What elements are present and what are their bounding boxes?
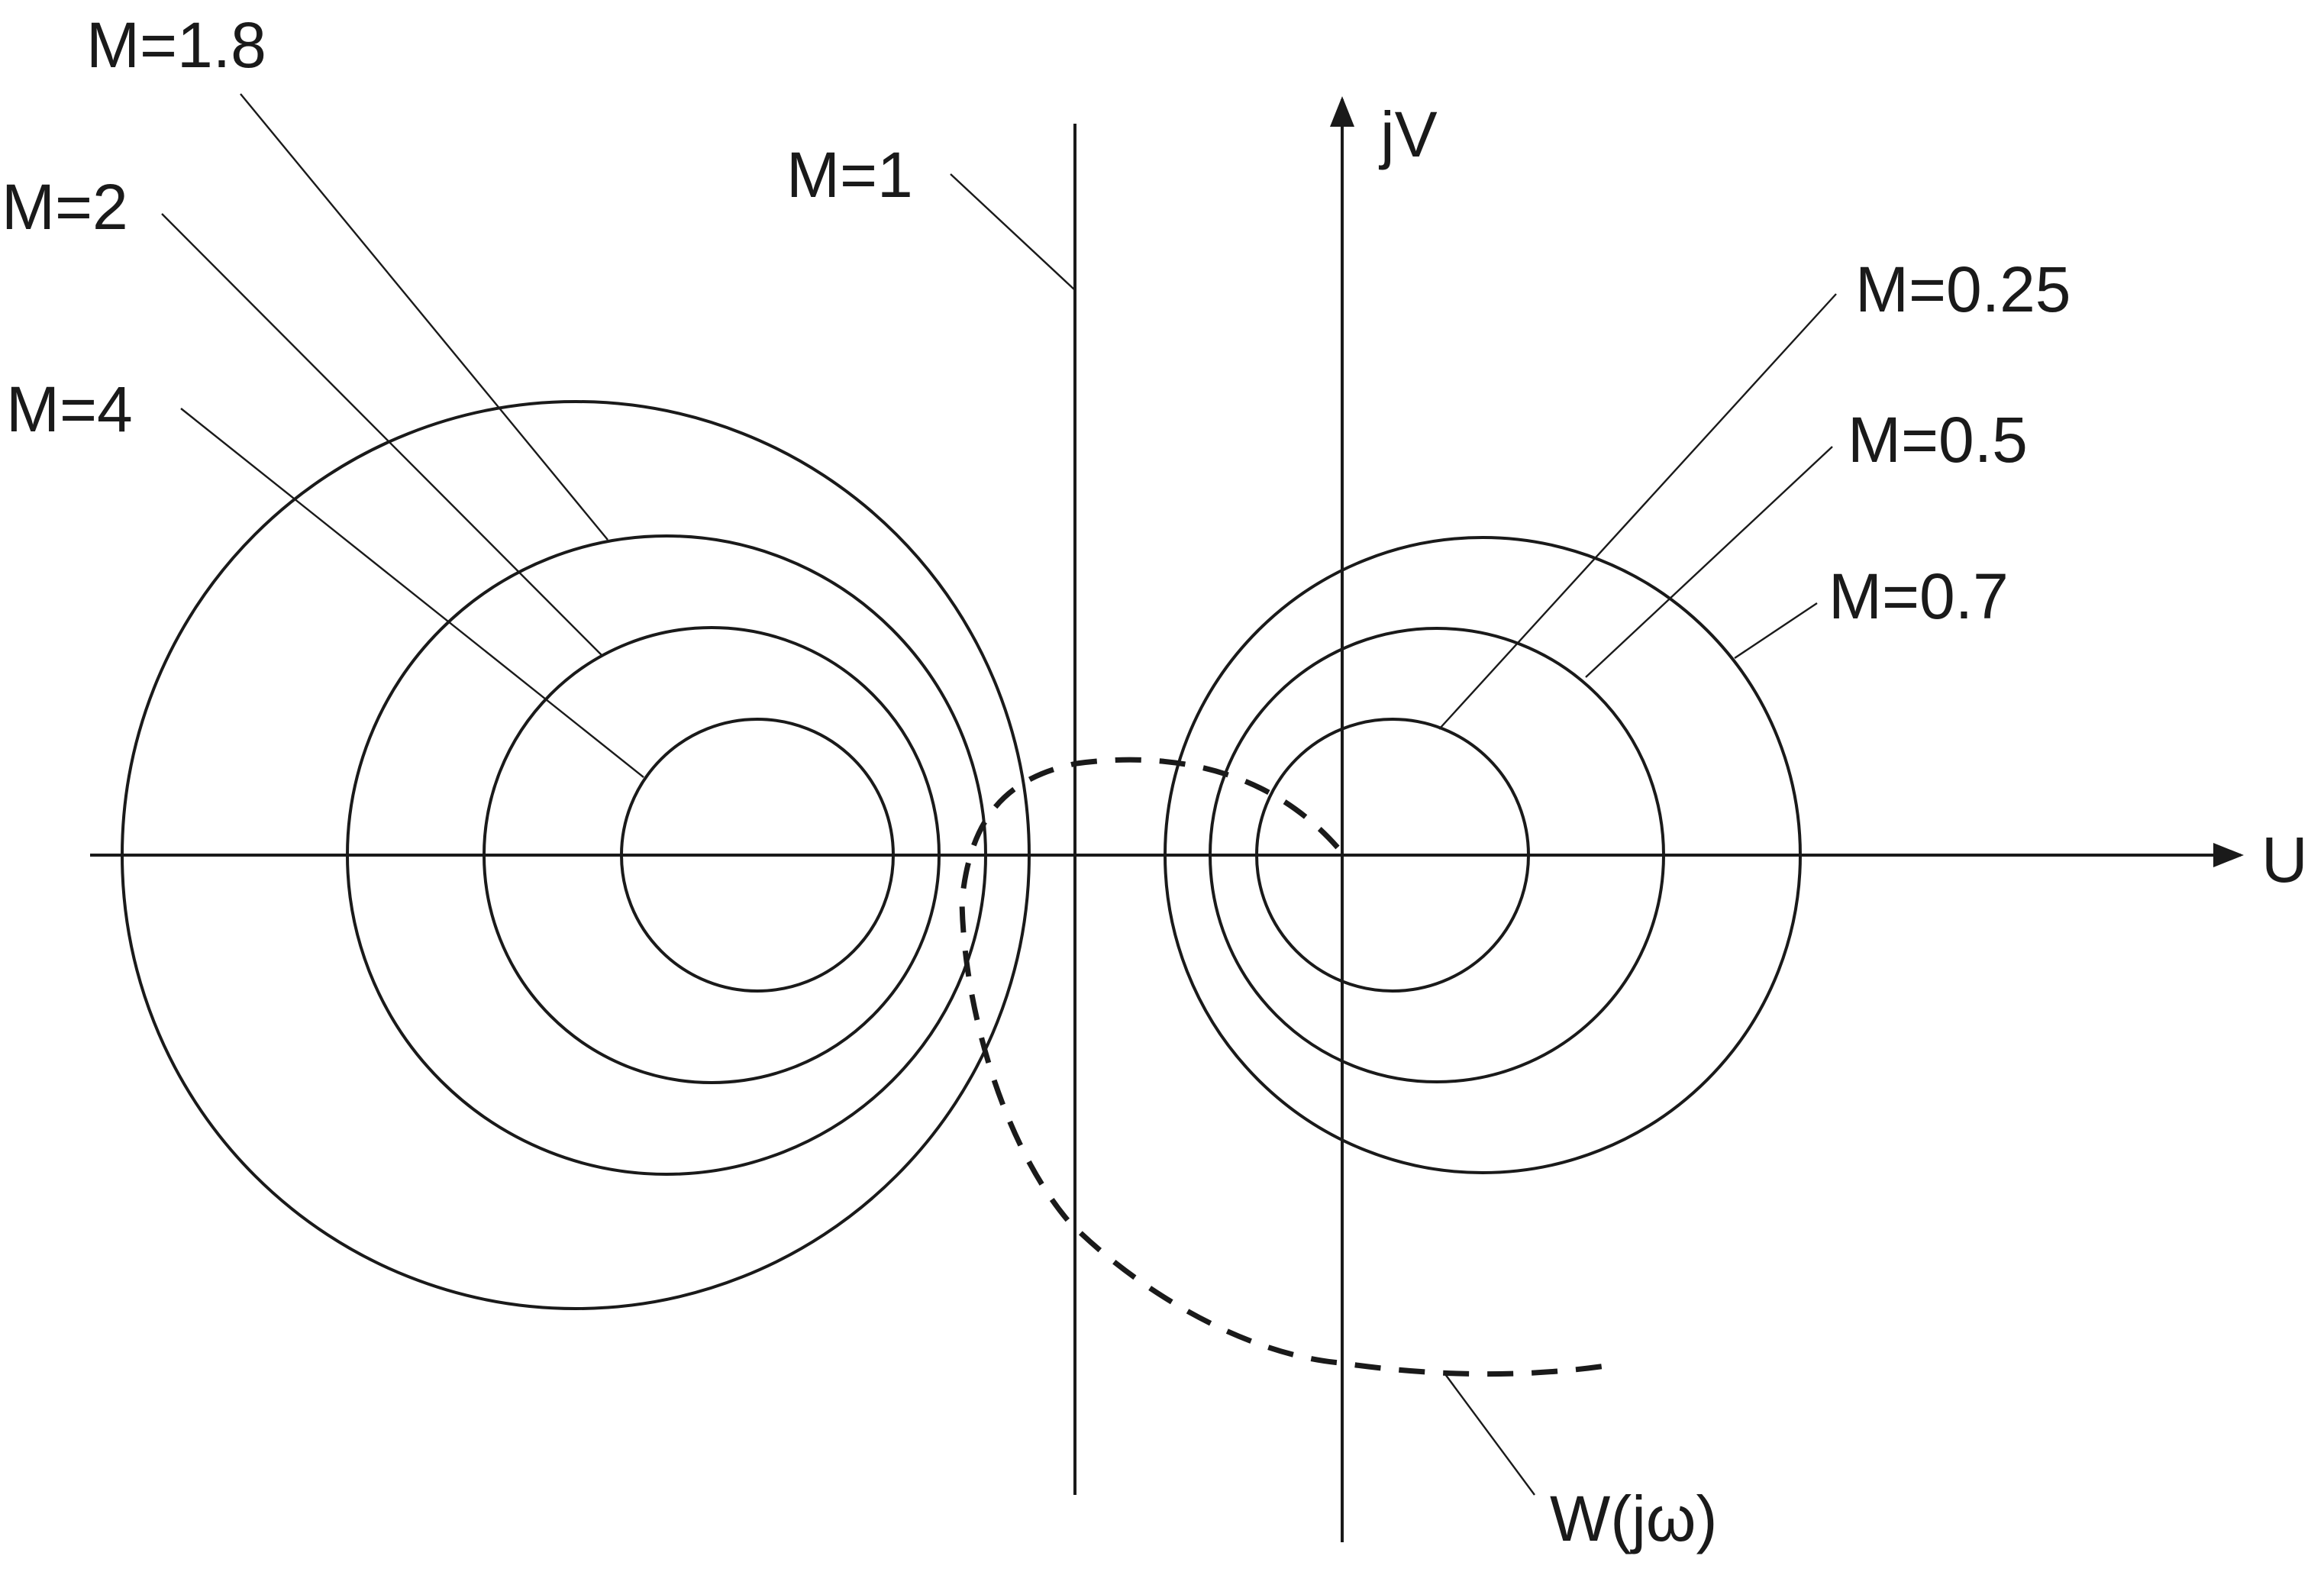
u-axis-label: U	[2261, 824, 2308, 896]
leader-m-1	[950, 173, 1076, 291]
m-1.8-circle	[121, 400, 1031, 1310]
leader-m-0.5	[1585, 446, 1833, 678]
m-0.7-circle	[1164, 536, 1802, 1174]
label-m-1.8: M=1.8	[86, 9, 266, 81]
label-m-1: M=1	[786, 139, 913, 211]
label-m-0.25: M=0.25	[1855, 253, 2071, 325]
leader-m-1.8	[240, 93, 608, 541]
label-m-0.7: M=0.7	[1829, 560, 2009, 632]
m-2-circle	[346, 534, 987, 1176]
m-0.25-circle	[1255, 718, 1530, 993]
label-w-jw: W(jω)	[1550, 1483, 1717, 1554]
leader-m-4	[180, 408, 644, 778]
leader-m-0.7	[1734, 602, 1818, 659]
leader-m-2	[161, 213, 602, 656]
m-0.5-circle	[1209, 627, 1665, 1083]
leader-m-0.25	[1438, 293, 1837, 730]
label-m-0.5: M=0.5	[1848, 404, 2028, 476]
label-m-4: M=4	[6, 373, 133, 445]
leader-w-jw	[1444, 1374, 1535, 1496]
label-m-2: M=2	[2, 171, 128, 243]
jv-axis-label: jV	[1378, 98, 1438, 170]
w-jw-curve	[959, 757, 1612, 1377]
m-4-inner-circle	[620, 718, 895, 993]
m-4-circle	[483, 626, 941, 1084]
